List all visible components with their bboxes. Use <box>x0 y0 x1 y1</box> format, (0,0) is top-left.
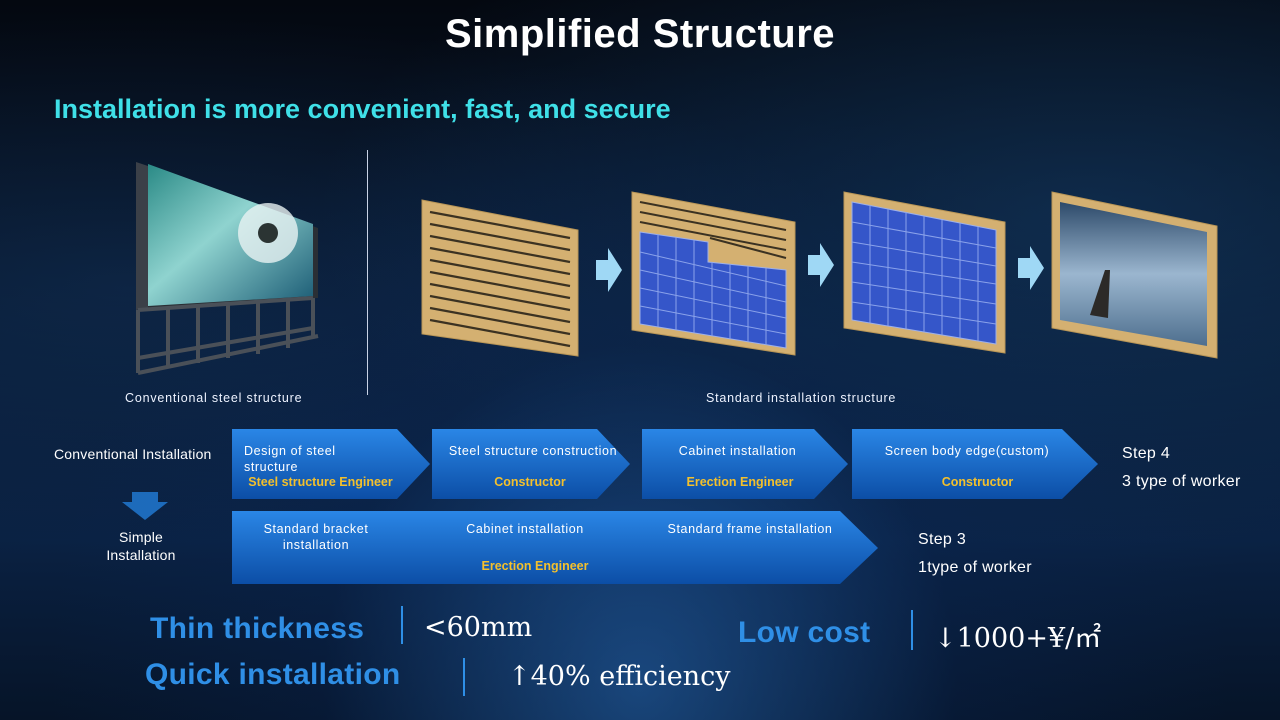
chevron-simple <box>232 511 878 584</box>
panel-grid-image <box>843 191 1006 354</box>
step-text: Screen body edge(custom) <box>884 444 1050 458</box>
simple-step-text: Cabinet installation <box>466 522 584 536</box>
simple-step-text: Standard bracket installation <box>263 522 369 552</box>
arrow-down-icon <box>122 492 168 520</box>
step-text: Cabinet installation <box>678 444 797 458</box>
step-text: Design of steel structure <box>244 444 336 474</box>
page-title: Simplified Structure <box>444 12 836 56</box>
divider <box>463 658 465 696</box>
divider <box>367 150 368 395</box>
conventional-step-count: Step 4 <box>1122 445 1171 462</box>
tv-on-steel-stand-image <box>136 162 319 375</box>
row-label-conventional: Conventional Installation <box>54 446 212 462</box>
quick-installation-value: ↑40% efficiency <box>508 661 731 692</box>
chevron-step-1 <box>232 429 430 499</box>
arrow-right-icon <box>596 248 622 292</box>
chevron-step-3 <box>642 429 848 499</box>
wooden-frame-image <box>421 199 579 357</box>
simple-worker-count: 1type of worker <box>918 559 1032 576</box>
step-role: Constructor <box>494 475 566 489</box>
thin-thickness-label: Thin thickness <box>150 612 365 645</box>
step-role: Erection Engineer <box>686 475 794 489</box>
divider <box>401 606 403 644</box>
thin-thickness-value: <60mm <box>424 612 533 643</box>
divider <box>911 610 913 650</box>
chevron-step-4 <box>852 429 1098 499</box>
step-role: Constructor <box>941 475 1014 489</box>
step-role: Steel structure Engineer <box>248 475 393 489</box>
arrow-right-icon <box>1018 246 1044 290</box>
landscape-screen-image <box>1051 191 1218 359</box>
simple-role: Erection Engineer <box>481 559 589 573</box>
quick-installation-label: Quick installation <box>145 658 401 691</box>
arrow-right-icon <box>808 243 834 287</box>
caption-conventional: Conventional steel structure <box>125 391 303 405</box>
conventional-worker-count: 3 type of worker <box>1122 473 1241 490</box>
page-subtitle: Installation is more convenient, fast, a… <box>54 94 671 124</box>
step-text: Steel structure construction <box>448 444 618 458</box>
panel-grid-image <box>631 191 796 356</box>
low-cost-value: ↓1000+¥/㎡ <box>934 623 1102 654</box>
simple-step-text: Standard frame installation <box>667 522 833 536</box>
caption-standard: Standard installation structure <box>706 391 897 405</box>
low-cost-label: Low cost <box>738 616 871 649</box>
simple-step-count: Step 3 <box>918 531 967 548</box>
chevron-step-2 <box>432 429 630 499</box>
row-label-simple: Simple Installation <box>106 529 176 563</box>
